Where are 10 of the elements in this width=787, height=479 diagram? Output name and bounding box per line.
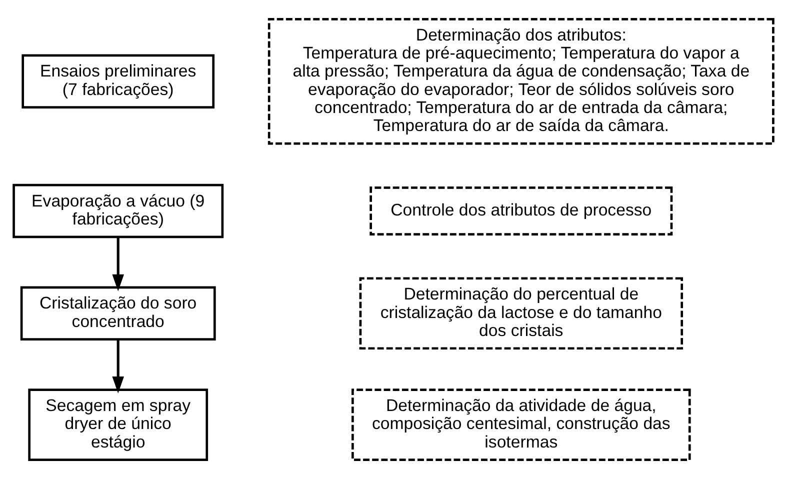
node-box: Evaporação a vácuo (9 fabricações) (12, 184, 224, 238)
arrow (112, 339, 124, 394)
node-box: Cristalização do soro concentrado (20, 286, 216, 340)
node-box: Determinação do percentual de cristalização da lactose e do tamanho dos cristais (359, 277, 684, 350)
node-box: Determinação da atividade de água, composição centesimal, construção das isotermas (352, 388, 691, 461)
node-box: Ensaios preliminares (7 fabricações) (22, 54, 215, 108)
node-box: Controle dos atributos de processo (370, 186, 673, 236)
node-box: Secagem em spray dryer de único estágio (28, 388, 208, 461)
node-box: Determinação dos atributos: Temperatura de pré-aquecimento; Temperatura do vapor a alta pressão; Temperatura da água de condensação; Taxa de evaporação do evaporador; Teor de sólidos solúveis soro concentrado; Temperatura do ar de entrada da câmara; Temperatura do ar de saída da câmara. (268, 18, 774, 145)
arrow (112, 236, 124, 292)
